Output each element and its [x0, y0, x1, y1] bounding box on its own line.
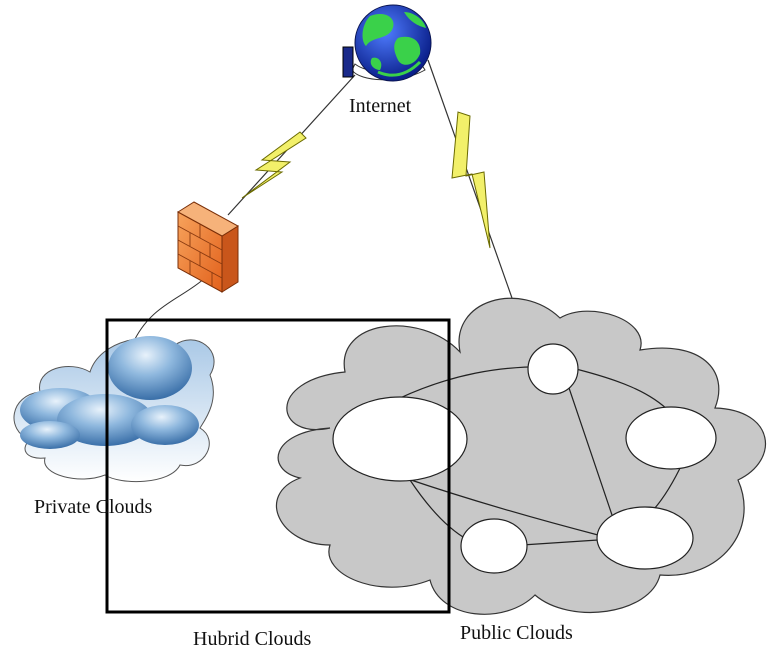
hybrid-clouds-label: Hubrid Clouds — [193, 628, 312, 650]
public-node — [625, 406, 717, 470]
globe-icon — [342, 4, 432, 82]
public-clouds-label: Public Clouds — [460, 622, 573, 644]
internet-label: Internet — [349, 95, 412, 117]
lightning-link-icon — [451, 111, 491, 249]
public-node — [332, 396, 468, 482]
private-clouds-label: Private Clouds — [34, 496, 153, 518]
firewall-to-private-link — [131, 277, 206, 346]
lightning-link-icon — [241, 131, 307, 199]
public-node — [596, 506, 694, 570]
internet-public-link — [427, 59, 513, 299]
public-node — [460, 518, 528, 574]
public-cloud — [275, 297, 766, 615]
internet-firewall-link — [227, 74, 356, 216]
hybrid-clouds-box — [105, 318, 451, 614]
firewall-icon — [177, 201, 239, 293]
public-node — [527, 343, 579, 395]
private-cloud — [13, 336, 215, 483]
